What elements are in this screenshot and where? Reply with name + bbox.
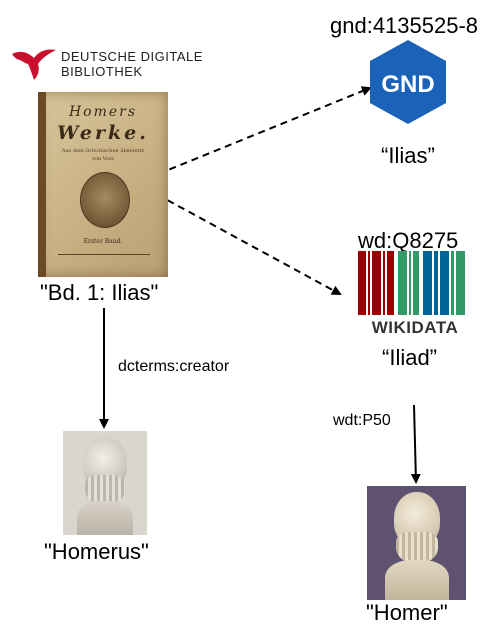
arrow-iliad-to-homer [410,404,421,484]
wikidata-label: “Iliad” [382,345,438,370]
ddb-logo-line1: DEUTSCHE DIGITALE [61,49,203,64]
homer-bust-image [367,486,466,600]
book-title-line2: Werke. [57,122,149,144]
gnd-logo-text: GND [381,71,434,98]
ddb-logo-line2: BIBLIOTHEK [61,64,143,79]
gnd-logo: GND [370,40,446,124]
gnd-label: “Ilias” [381,143,435,168]
book-title-line1: Homers [68,104,138,120]
book-subtitle2: von Voss [92,156,114,162]
arrow-book-to-wikidata [135,182,342,295]
gnd-id: gnd:4135525-8 [330,13,479,38]
wikidata-wordmark: WIKIDATA [371,318,459,337]
book-cover-image: Homers Werke. Aus dem Griechischen übers… [38,92,168,277]
homerus-bust-image [63,431,147,535]
homerus-label: "Homerus" [44,539,149,564]
book-label: "Bd. 1: Ilias" [40,280,159,305]
book-vignette [80,172,130,228]
arrow-book-to-gnd [135,86,372,184]
wikidata-barcode-logo [358,251,465,315]
edge-label-creator: dcterms:creator [118,358,230,375]
homer-label: "Homer" [366,600,448,625]
book-subtitle1: Aus dem Griechischen übersetzt [61,148,145,154]
ddb-bird-icon [12,49,56,80]
edge-label-author: wdt:P50 [333,412,391,429]
ddb-logo: DEUTSCHE DIGITALE BIBLIOTHEK [10,44,210,84]
wikidata-id: wd:Q8275 [358,228,459,253]
book-edition: Erster Band. [83,238,123,245]
